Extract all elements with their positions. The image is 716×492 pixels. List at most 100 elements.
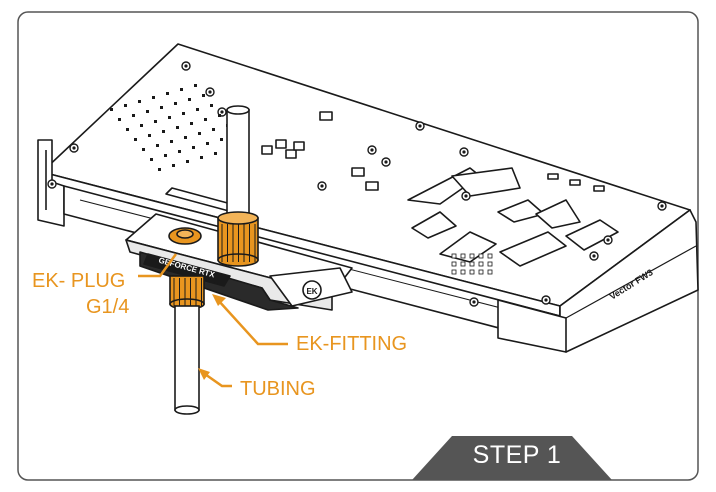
screw-center bbox=[418, 124, 422, 128]
component-dot bbox=[166, 92, 169, 95]
component-dot bbox=[451, 261, 457, 267]
fitting-top bbox=[217, 211, 259, 225]
component-dot bbox=[138, 100, 141, 103]
screw-center bbox=[606, 238, 610, 242]
frame-border bbox=[17, 11, 699, 481]
component-dot bbox=[451, 269, 457, 275]
component-dot bbox=[126, 128, 129, 131]
component-dot bbox=[190, 122, 193, 125]
screw-center bbox=[370, 148, 374, 152]
component-dot bbox=[487, 269, 493, 275]
screw-center bbox=[660, 204, 664, 208]
end-block-lower bbox=[497, 299, 567, 353]
screw-center bbox=[544, 298, 548, 302]
component-dot bbox=[186, 160, 189, 163]
component-dot bbox=[170, 140, 173, 143]
upper-tube bbox=[226, 109, 250, 229]
pad bbox=[319, 111, 333, 121]
component-dot bbox=[210, 104, 213, 107]
plug-label-line2: G1/4 bbox=[86, 296, 130, 318]
component-dot bbox=[218, 114, 221, 117]
component-dot bbox=[176, 126, 179, 129]
fitting-knurl bbox=[221, 224, 256, 262]
cutout-7 bbox=[499, 231, 567, 267]
component-dot bbox=[487, 253, 493, 259]
component-dot bbox=[196, 108, 199, 111]
step-label: STEP 1 bbox=[472, 441, 562, 469]
screw-heads bbox=[47, 61, 667, 307]
component-dot bbox=[469, 269, 475, 275]
lower-tube-assembly bbox=[169, 275, 205, 415]
component-dot bbox=[124, 104, 127, 107]
screw-center bbox=[462, 150, 466, 154]
cutout-8 bbox=[565, 219, 619, 251]
component-dots bbox=[110, 84, 493, 275]
pad bbox=[547, 173, 559, 180]
screw-center bbox=[464, 194, 468, 198]
component-dot bbox=[164, 154, 167, 157]
component-dot bbox=[182, 112, 185, 115]
component-dot bbox=[158, 168, 161, 171]
component-dot bbox=[148, 134, 151, 137]
screw-center bbox=[50, 182, 54, 186]
component-dot bbox=[134, 138, 137, 141]
component-dot bbox=[460, 261, 466, 267]
component-dot bbox=[206, 142, 209, 145]
component-dot bbox=[202, 94, 205, 97]
plug-label-line1: EK- PLUG bbox=[32, 270, 126, 292]
component-dot bbox=[478, 269, 484, 275]
fitting-arrow bbox=[212, 294, 226, 306]
lower-fitting-knurl bbox=[173, 278, 202, 306]
component-dot bbox=[154, 120, 157, 123]
pad bbox=[351, 167, 365, 177]
brand-mark: EK bbox=[306, 287, 317, 296]
component-dot bbox=[146, 110, 149, 113]
component-dot bbox=[156, 144, 159, 147]
screw-center bbox=[384, 160, 388, 164]
component-dot bbox=[178, 150, 181, 153]
screw-center bbox=[72, 146, 76, 150]
pad bbox=[593, 185, 605, 192]
cutout-2 bbox=[451, 167, 521, 197]
lower-tube bbox=[174, 305, 200, 411]
screw-center bbox=[472, 300, 476, 304]
component-dot bbox=[180, 88, 183, 91]
component-dot bbox=[110, 108, 113, 111]
gpu-badge bbox=[143, 253, 231, 287]
pad bbox=[285, 149, 297, 159]
screw-center bbox=[220, 110, 224, 114]
pad bbox=[275, 139, 287, 149]
lower-tube-end bbox=[174, 405, 200, 415]
upper-tube-assembly bbox=[217, 105, 259, 267]
plug-center bbox=[176, 229, 194, 239]
component-dot bbox=[460, 269, 466, 275]
cutout-3 bbox=[411, 211, 457, 239]
end-block-line bbox=[565, 245, 697, 319]
component-dot bbox=[140, 124, 143, 127]
gpu-card bbox=[37, 43, 699, 353]
component-dot bbox=[118, 118, 121, 121]
component-dot bbox=[142, 148, 145, 151]
component-dot bbox=[184, 136, 187, 139]
pad bbox=[293, 141, 305, 151]
component-dot bbox=[200, 156, 203, 159]
component-dot bbox=[168, 116, 171, 119]
ek-logo-icon bbox=[302, 280, 322, 300]
component-dot bbox=[160, 106, 163, 109]
component-dot bbox=[451, 253, 457, 259]
pad bbox=[261, 145, 273, 155]
component-dot bbox=[198, 132, 201, 135]
component-dot bbox=[220, 138, 223, 141]
component-dot bbox=[188, 98, 191, 101]
component-dot bbox=[469, 253, 475, 259]
screw-center bbox=[320, 184, 324, 188]
component-dot bbox=[204, 118, 207, 121]
component-dot bbox=[192, 146, 195, 149]
component-dot bbox=[194, 84, 197, 87]
screw-center bbox=[208, 90, 212, 94]
upper-tube-end bbox=[226, 105, 250, 115]
callout-lines bbox=[138, 253, 288, 388]
component-dot bbox=[460, 253, 466, 259]
tubing-arrow bbox=[198, 368, 210, 380]
